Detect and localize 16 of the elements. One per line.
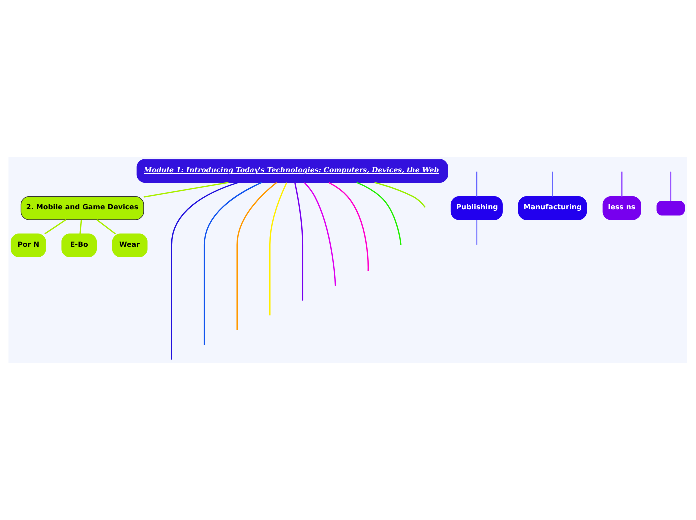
- node-box: [656, 201, 686, 216]
- connector: [236, 182, 278, 330]
- connector: [356, 182, 402, 245]
- connector: [269, 182, 288, 316]
- connector: [476, 172, 478, 197]
- connector: [204, 182, 262, 346]
- connector: [476, 220, 478, 245]
- connector: [96, 220, 116, 235]
- connector: [552, 172, 554, 197]
- connector: [621, 172, 623, 197]
- connector: [80, 220, 82, 234]
- connector: [374, 182, 426, 208]
- connector: [670, 172, 672, 202]
- connector: [44, 219, 66, 235]
- connector: [304, 182, 336, 286]
- connector: [144, 182, 229, 198]
